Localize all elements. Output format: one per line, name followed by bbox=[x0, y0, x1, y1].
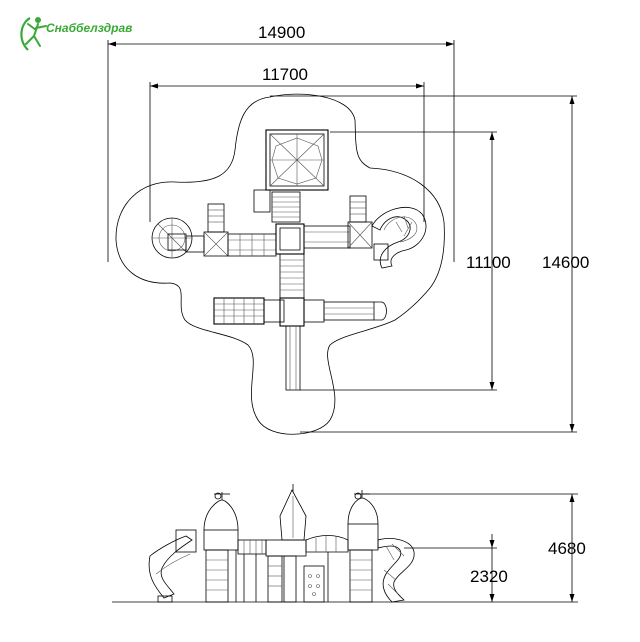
central-staircase bbox=[279, 253, 305, 299]
left-spiral-slide bbox=[151, 217, 193, 259]
dimension-14600: 14600 bbox=[270, 95, 589, 433]
elevation-left-tower bbox=[203, 492, 239, 603]
upper-deck bbox=[253, 189, 301, 223]
dimension-11700: 11700 bbox=[149, 65, 425, 222]
elevation-view: 4680 2320 bbox=[112, 484, 586, 603]
elevation-right-slide bbox=[377, 538, 415, 603]
dim-11700-label: 11700 bbox=[262, 65, 308, 84]
left-ladder-tower bbox=[203, 203, 229, 257]
lower-cross bbox=[213, 297, 387, 327]
dimension-2320: 2320 bbox=[404, 534, 508, 602]
elevation-left-bridge bbox=[237, 539, 267, 602]
dim-11100-label: 11100 bbox=[466, 253, 511, 272]
dim-4680-label: 4680 bbox=[548, 539, 586, 558]
logo: Снаббелздрав bbox=[20, 17, 132, 51]
dim-14900-label: 14900 bbox=[258, 23, 305, 42]
left-bridge bbox=[185, 233, 277, 257]
elevation-right-bridge bbox=[305, 535, 349, 602]
safety-zone-outline bbox=[115, 93, 445, 435]
elevation-right-tower bbox=[347, 490, 379, 603]
right-spiral-slide bbox=[371, 206, 427, 269]
straight-slide bbox=[285, 325, 301, 391]
elevation-left-slide bbox=[148, 529, 197, 603]
stick-figure-icon bbox=[20, 17, 47, 51]
plan-view: 14900 11700 11100 14600 bbox=[107, 23, 589, 435]
dim-2320-label: 2320 bbox=[470, 567, 508, 586]
dimension-11100: 11100 bbox=[300, 131, 511, 391]
logo-text: Снаббелздрав bbox=[46, 21, 132, 35]
right-bridge bbox=[303, 195, 373, 249]
central-hub bbox=[275, 223, 305, 255]
dim-14600-label: 14600 bbox=[542, 253, 589, 272]
elevation-central-tower bbox=[265, 484, 325, 603]
dimension-4680: 4680 bbox=[362, 493, 586, 602]
dimension-14900: 14900 bbox=[107, 23, 455, 262]
roof-tower bbox=[265, 129, 329, 191]
